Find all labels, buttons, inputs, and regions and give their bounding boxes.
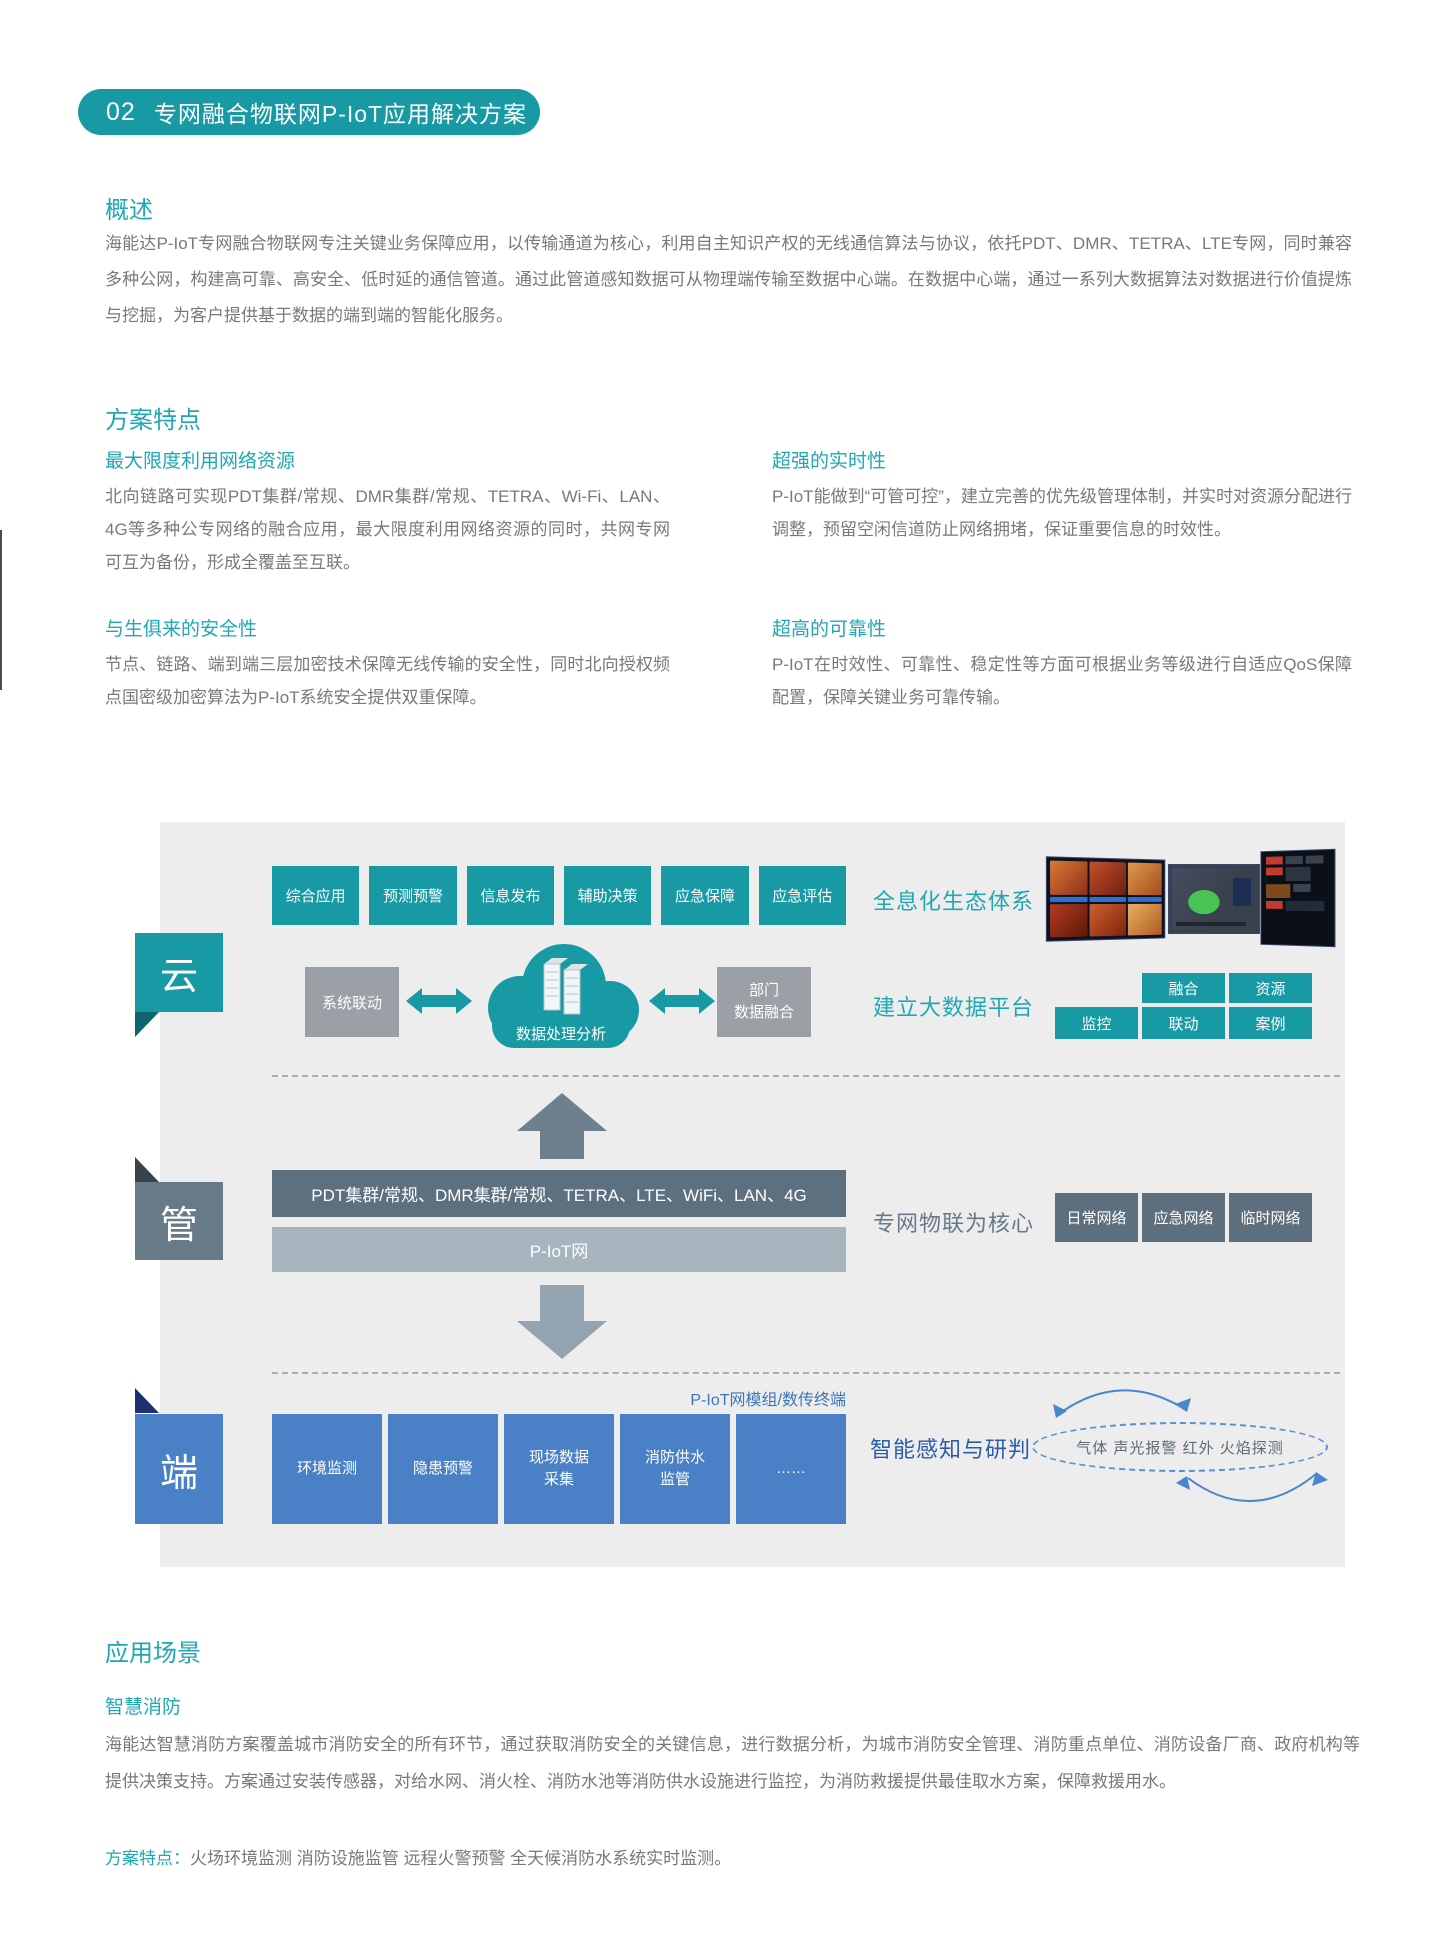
application-subtitle: 智慧消防 [105, 1697, 182, 1718]
application-title: 应用场景 [105, 1640, 201, 1667]
layer-divider [272, 1372, 1340, 1374]
application-features-label: 方案特点： [105, 1849, 190, 1868]
tab-fold-icon [135, 1388, 159, 1413]
pipe-layer-tab: 管 [135, 1182, 223, 1260]
overview-body: 海能达P-IoT专网融合物联网专注关键业务保障应用，以传输通道为核心，利用自主知… [105, 234, 1352, 325]
application-body: 海能达智慧消防方案覆盖城市消防安全的所有环节，通过获取消防安全的关键信息，进行数… [105, 1735, 1360, 1791]
end-box: 现场数据 采集 [504, 1414, 614, 1524]
platform-box: 资源 [1229, 973, 1312, 1003]
feature-heading: 超强的实时性 [772, 451, 887, 472]
end-box-row: 环境监测 隐患预警 现场数据 采集 消防供水 监管 …… [272, 1414, 846, 1524]
features-title: 方案特点 [105, 407, 201, 434]
network-box: 临时网络 [1229, 1193, 1312, 1242]
end-box: 环境监测 [272, 1414, 382, 1524]
feature-body: P-IoT能做到“可管可控”，建立完善的优先级管理体制，并实时对资源分配进行调整… [772, 487, 1352, 539]
double-arrow-icon [406, 988, 472, 1014]
sense-label: 智能感知与研判 [870, 1437, 1032, 1462]
arc-arrow-icon [1055, 1389, 1317, 1503]
app-box: 应急保障 [661, 866, 749, 925]
network-box: 应急网络 [1142, 1193, 1225, 1242]
feature-heading: 最大限度利用网络资源 [105, 451, 296, 472]
architecture-diagram: 云 综合应用 预测预警 信息发布 辅助决策 应急保障 应急评估 全息化生态体系 [135, 822, 1345, 1567]
end-box: 隐患预警 [388, 1414, 498, 1524]
double-arrow-icon [649, 988, 715, 1014]
app-box: 综合应用 [272, 866, 360, 925]
down-arrow-icon [517, 1321, 607, 1359]
platform-label: 建立大数据平台 [873, 995, 1035, 1020]
feature-body: P-IoT在时效性、可靠性、稳定性等方面可根据业务等级进行自适应QoS保障配置，… [772, 655, 1352, 707]
section-header-pill: 02 专网融合物联网P-IoT应用解决方案 [78, 89, 540, 135]
platform-grid-spacer [1055, 973, 1138, 1003]
page-edge-mark [0, 530, 2, 690]
up-arrow-stem [540, 1131, 584, 1159]
dept-fusion-box: 部门 数据融合 [717, 967, 811, 1037]
server-rack-icon [543, 958, 588, 1015]
app-box-row: 综合应用 预测预警 信息发布 辅助决策 应急保障 应急评估 [272, 866, 846, 925]
header-title: 专网融合物联网P-IoT应用解决方案 [153, 101, 528, 127]
platform-box: 联动 [1142, 1007, 1225, 1039]
overview-title: 概述 [105, 197, 153, 224]
core-label: 专网物联为核心 [873, 1211, 1035, 1236]
dashboard-screen-icon [1260, 848, 1336, 948]
network-box-row: 日常网络 应急网络 临时网络 [1055, 1193, 1312, 1242]
feature-heading: 超高的可靠性 [772, 619, 887, 640]
module-label: P-IoT网模组/数传终端 [690, 1392, 846, 1409]
platform-box: 融合 [1142, 973, 1225, 1003]
header-number: 02 [106, 97, 136, 126]
application-features-text: 火场环境监测 消防设施监管 远程火警预警 全天候消防水系统实时监测。 [190, 1849, 732, 1868]
cloud-layer-tab: 云 [135, 933, 223, 1012]
network-box: 日常网络 [1055, 1193, 1138, 1242]
data-cloud: 数据处理分析 [488, 944, 639, 1048]
feature-body: 北向链路可实现PDT集群/常规、DMR集群/常规、TETRA、Wi-Fi、LAN… [105, 487, 670, 572]
up-arrow-icon [517, 1093, 607, 1131]
end-box: 消防供水 监管 [620, 1414, 730, 1524]
layer-divider [272, 1075, 1340, 1077]
platform-box-grid: 融合 资源 监控 联动 案例 [1055, 973, 1312, 1039]
app-box: 信息发布 [466, 866, 554, 925]
feature-heading: 与生俱来的安全性 [105, 619, 258, 640]
ecosystem-label: 全息化生态体系 [873, 889, 1035, 914]
video-wall-screen-icon [1045, 856, 1166, 942]
tab-fold-icon [135, 1157, 159, 1182]
end-box: …… [736, 1414, 846, 1524]
platform-box: 监控 [1055, 1007, 1138, 1039]
app-box: 应急评估 [758, 866, 846, 925]
platform-box: 案例 [1229, 1007, 1312, 1039]
sensor-ellipse: 气体 声光报警 红外 火焰探测 [1032, 1422, 1328, 1472]
system-linkage-box: 系统联动 [305, 967, 399, 1037]
piot-net-bar: P-IoT网 [272, 1227, 846, 1272]
app-box: 预测预警 [369, 866, 457, 925]
end-layer-tab: 端 [135, 1414, 223, 1524]
app-box: 辅助决策 [563, 866, 652, 925]
map-screen-icon [1168, 864, 1260, 934]
tab-fold-icon [135, 1012, 159, 1037]
arc-arrowhead-icon [1053, 1398, 1328, 1490]
monitor-screens [1045, 848, 1336, 948]
arc-arrows [1053, 1389, 1328, 1503]
cloud-label: 数据处理分析 [516, 1026, 606, 1043]
feature-body: 节点、链路、端到端三层加密技术保障无线传输的安全性，同时北向授权频点国密级加密算… [105, 655, 670, 707]
application-features-line: 方案特点：火场环境监测 消防设施监管 远程火警预警 全天候消防水系统实时监测。 [105, 1844, 1360, 1869]
network-bar: PDT集群/常规、DMR集群/常规、TETRA、LTE、WiFi、LAN、4G [272, 1170, 846, 1217]
down-arrow-stem [540, 1285, 584, 1321]
